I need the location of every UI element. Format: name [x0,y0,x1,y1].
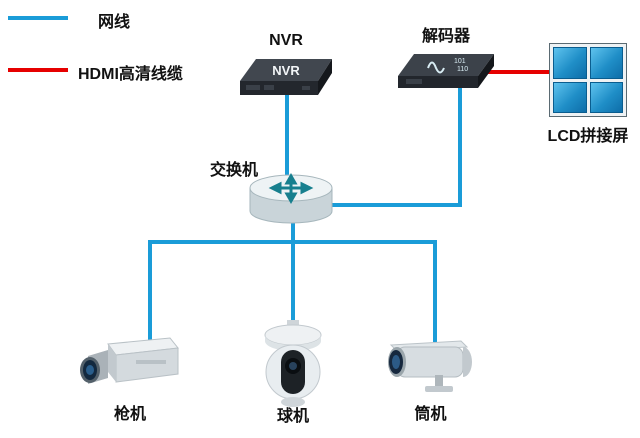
lcd-wall-icon [549,43,627,117]
switch-label: 交换机 [210,162,259,179]
lcd-panel [553,47,587,79]
lcd-panel [589,47,623,79]
cable-decoder-to-lcd [488,70,552,74]
legend-hdmi-line-swatch [8,68,68,72]
cable-decoder-vertical [458,88,462,207]
cable-bus-to-gun-camera [148,240,152,340]
cable-bus-to-dome-camera [291,240,295,330]
switch-device-icon [246,171,336,227]
tube-camera-icon [383,333,478,397]
decoder-digits-top: 101 [454,58,466,65]
decoder-device-icon: 101 110 [398,50,494,92]
legend-network-line-swatch [8,16,68,20]
nvr-device-icon: NVR [240,55,332,100]
switch-arrows-icon [268,172,314,205]
cable-switch-to-bus [291,220,295,244]
tube-camera-label: 筒机 [414,406,447,423]
gun-camera-icon [78,330,183,398]
gun-camera-label: 枪机 [113,406,146,423]
lcd-panel [553,81,587,113]
lcd-label: LCD拼接屏 [547,128,629,145]
cable-bus-to-tube-camera [433,240,437,342]
nvr-label: NVR [269,32,303,49]
nvr-screen-text: NVR [272,63,300,78]
cable-decoder-to-switch [330,203,462,207]
dome-camera-icon [253,320,333,412]
lcd-panel [589,81,623,113]
waveform-icon [427,61,445,74]
decoder-label: 解码器 [421,28,470,45]
legend-hdmi-label: HDMI高清线缆 [78,66,183,83]
legend-network-label: 网线 [98,14,131,31]
cable-nvr-to-switch [285,95,289,180]
dome-camera-label: 球机 [276,408,309,425]
decoder-digits-bottom: 110 [457,66,468,73]
